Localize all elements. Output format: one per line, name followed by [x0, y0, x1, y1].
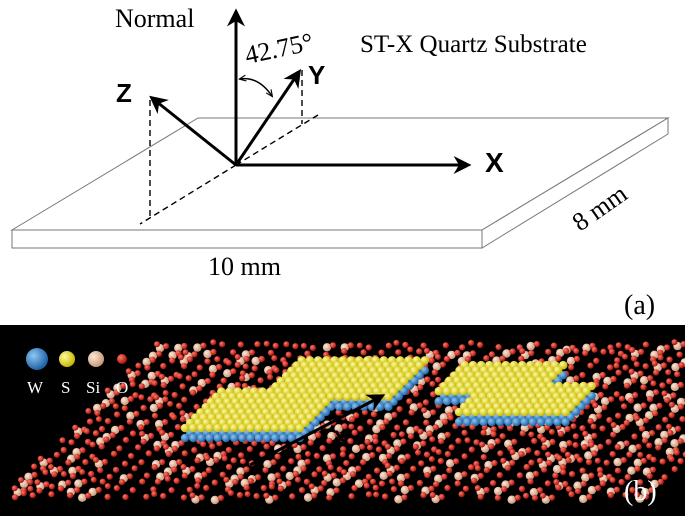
projection-lines	[139, 70, 319, 225]
b-x-axis-label: X	[333, 426, 349, 453]
legend-s-label: S	[61, 378, 70, 397]
z-axis-arrow	[149, 95, 237, 167]
angle-label: 42.75°	[242, 27, 315, 70]
panel-a-label: (a)	[624, 290, 655, 321]
legend-si-label: Si	[86, 378, 100, 397]
panel-b-label: (b)	[624, 476, 657, 507]
legend-s-swatch	[59, 351, 75, 367]
legend-si-swatch	[88, 351, 104, 367]
z-axis-label: Z	[116, 78, 132, 108]
legend-o-swatch	[117, 354, 127, 364]
b-x-axis-arrow	[249, 394, 386, 467]
panel-b: W S Si O X (b)	[0, 325, 685, 516]
legend-w-swatch	[26, 348, 48, 370]
x-axis-label: X	[485, 147, 504, 178]
legend-o-label: O	[116, 378, 128, 397]
atomic-structure	[11, 339, 685, 505]
legend-w-label: W	[27, 378, 44, 397]
normal-label: Normal	[115, 4, 194, 33]
quartz-substrate-slab	[10, 117, 670, 249]
y-axis-label: Y	[308, 60, 325, 90]
width-label: 10 mm	[208, 252, 281, 281]
panel-a: Normal 42.75° ST-X Quartz Substrate Y Z …	[10, 4, 670, 321]
angle-arc	[240, 79, 272, 96]
substrate-label: ST-X Quartz Substrate	[360, 31, 587, 58]
atom-legend: W S Si O	[26, 348, 128, 397]
y-axis-arrow	[234, 69, 302, 166]
